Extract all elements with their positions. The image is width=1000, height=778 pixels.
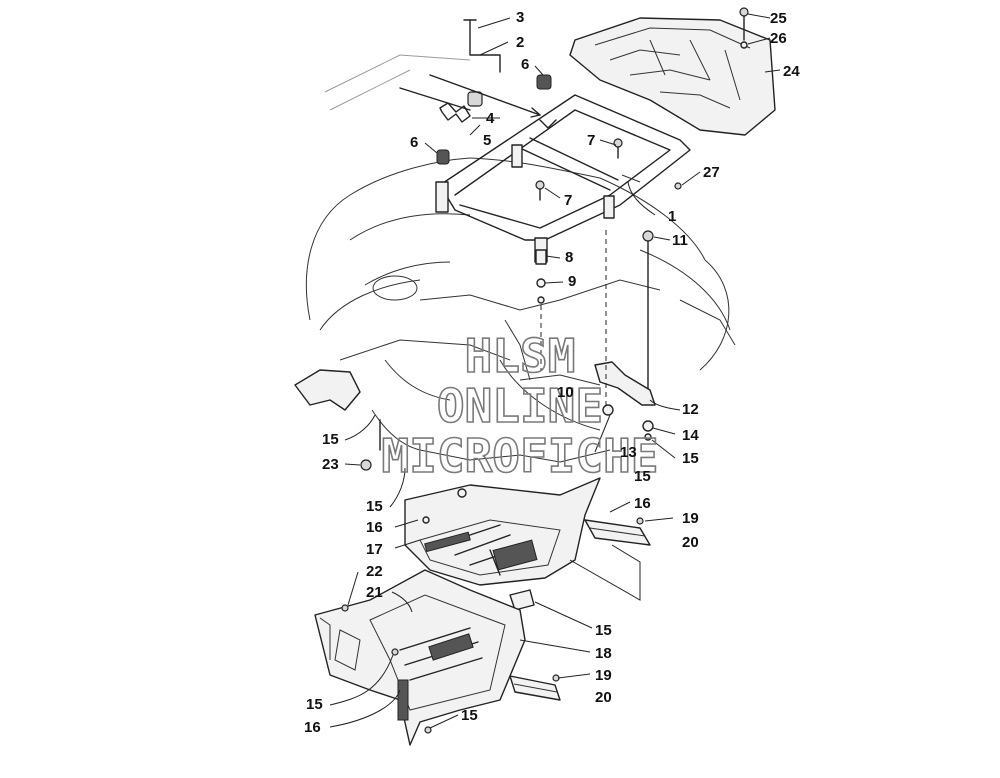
callout-15-footwell-left: 15 <box>306 696 323 713</box>
callout-17: 17 <box>366 541 383 558</box>
callout-4: 4 <box>486 110 495 127</box>
callout-12: 12 <box>682 401 699 418</box>
callout-22: 22 <box>366 563 383 580</box>
callout-6-left: 6 <box>410 134 418 151</box>
callout-3: 3 <box>516 9 524 26</box>
callout-15-bottom: 15 <box>461 707 478 724</box>
watermark-line2: ONLINE <box>437 379 603 433</box>
callout-7-center: 7 <box>564 192 572 209</box>
callout-15-footwell-right: 15 <box>595 622 612 639</box>
callout-27: 27 <box>703 164 720 181</box>
callout-23: 23 <box>322 456 339 473</box>
front-footwell <box>314 569 526 746</box>
callout-19-top: 19 <box>682 510 699 527</box>
step-plates <box>509 517 651 701</box>
callout-19-bottom: 19 <box>595 667 612 684</box>
rack-cover <box>569 17 776 136</box>
callout-15-right: 15 <box>682 450 699 467</box>
callout-24: 24 <box>783 63 800 80</box>
watermark-line3: MICROFICHE <box>382 429 659 483</box>
callout-15-center: 15 <box>634 468 651 485</box>
callout-18: 18 <box>595 645 612 662</box>
callout-26: 26 <box>770 30 787 47</box>
callout-8: 8 <box>565 249 573 266</box>
callout-6-top: 6 <box>521 56 529 73</box>
callout-20-top: 20 <box>682 534 699 551</box>
hardware <box>360 7 749 471</box>
callout-16-front: 16 <box>304 719 321 736</box>
callout-25: 25 <box>770 10 787 27</box>
callout-1: 1 <box>668 208 676 225</box>
leader-lines <box>329 13 781 729</box>
callout-11: 11 <box>672 232 688 249</box>
callout-15-mid-left: 15 <box>366 498 383 515</box>
callout-20-bottom: 20 <box>595 689 612 706</box>
callout-21: 21 <box>366 584 383 601</box>
callout-16-step: 16 <box>634 495 651 512</box>
callout-13: 13 <box>620 444 637 461</box>
rear-body-outline <box>294 54 736 463</box>
callout-14: 14 <box>682 427 699 444</box>
callout-2: 2 <box>516 34 524 51</box>
watermark-line1: HLSM <box>465 329 576 383</box>
part-callouts: 1 2 3 4 5 6 6 7 7 8 9 10 11 12 13 14 15 … <box>304 9 800 736</box>
callout-15-left: 15 <box>322 431 339 448</box>
callout-9: 9 <box>568 273 576 290</box>
callout-7-right: 7 <box>587 132 595 149</box>
callout-10: 10 <box>557 384 574 401</box>
callout-5: 5 <box>483 132 491 149</box>
watermark: HLSM ONLINE MICROFICHE <box>381 328 660 484</box>
callout-16-rear: 16 <box>366 519 383 536</box>
rear-footwell <box>404 477 601 611</box>
